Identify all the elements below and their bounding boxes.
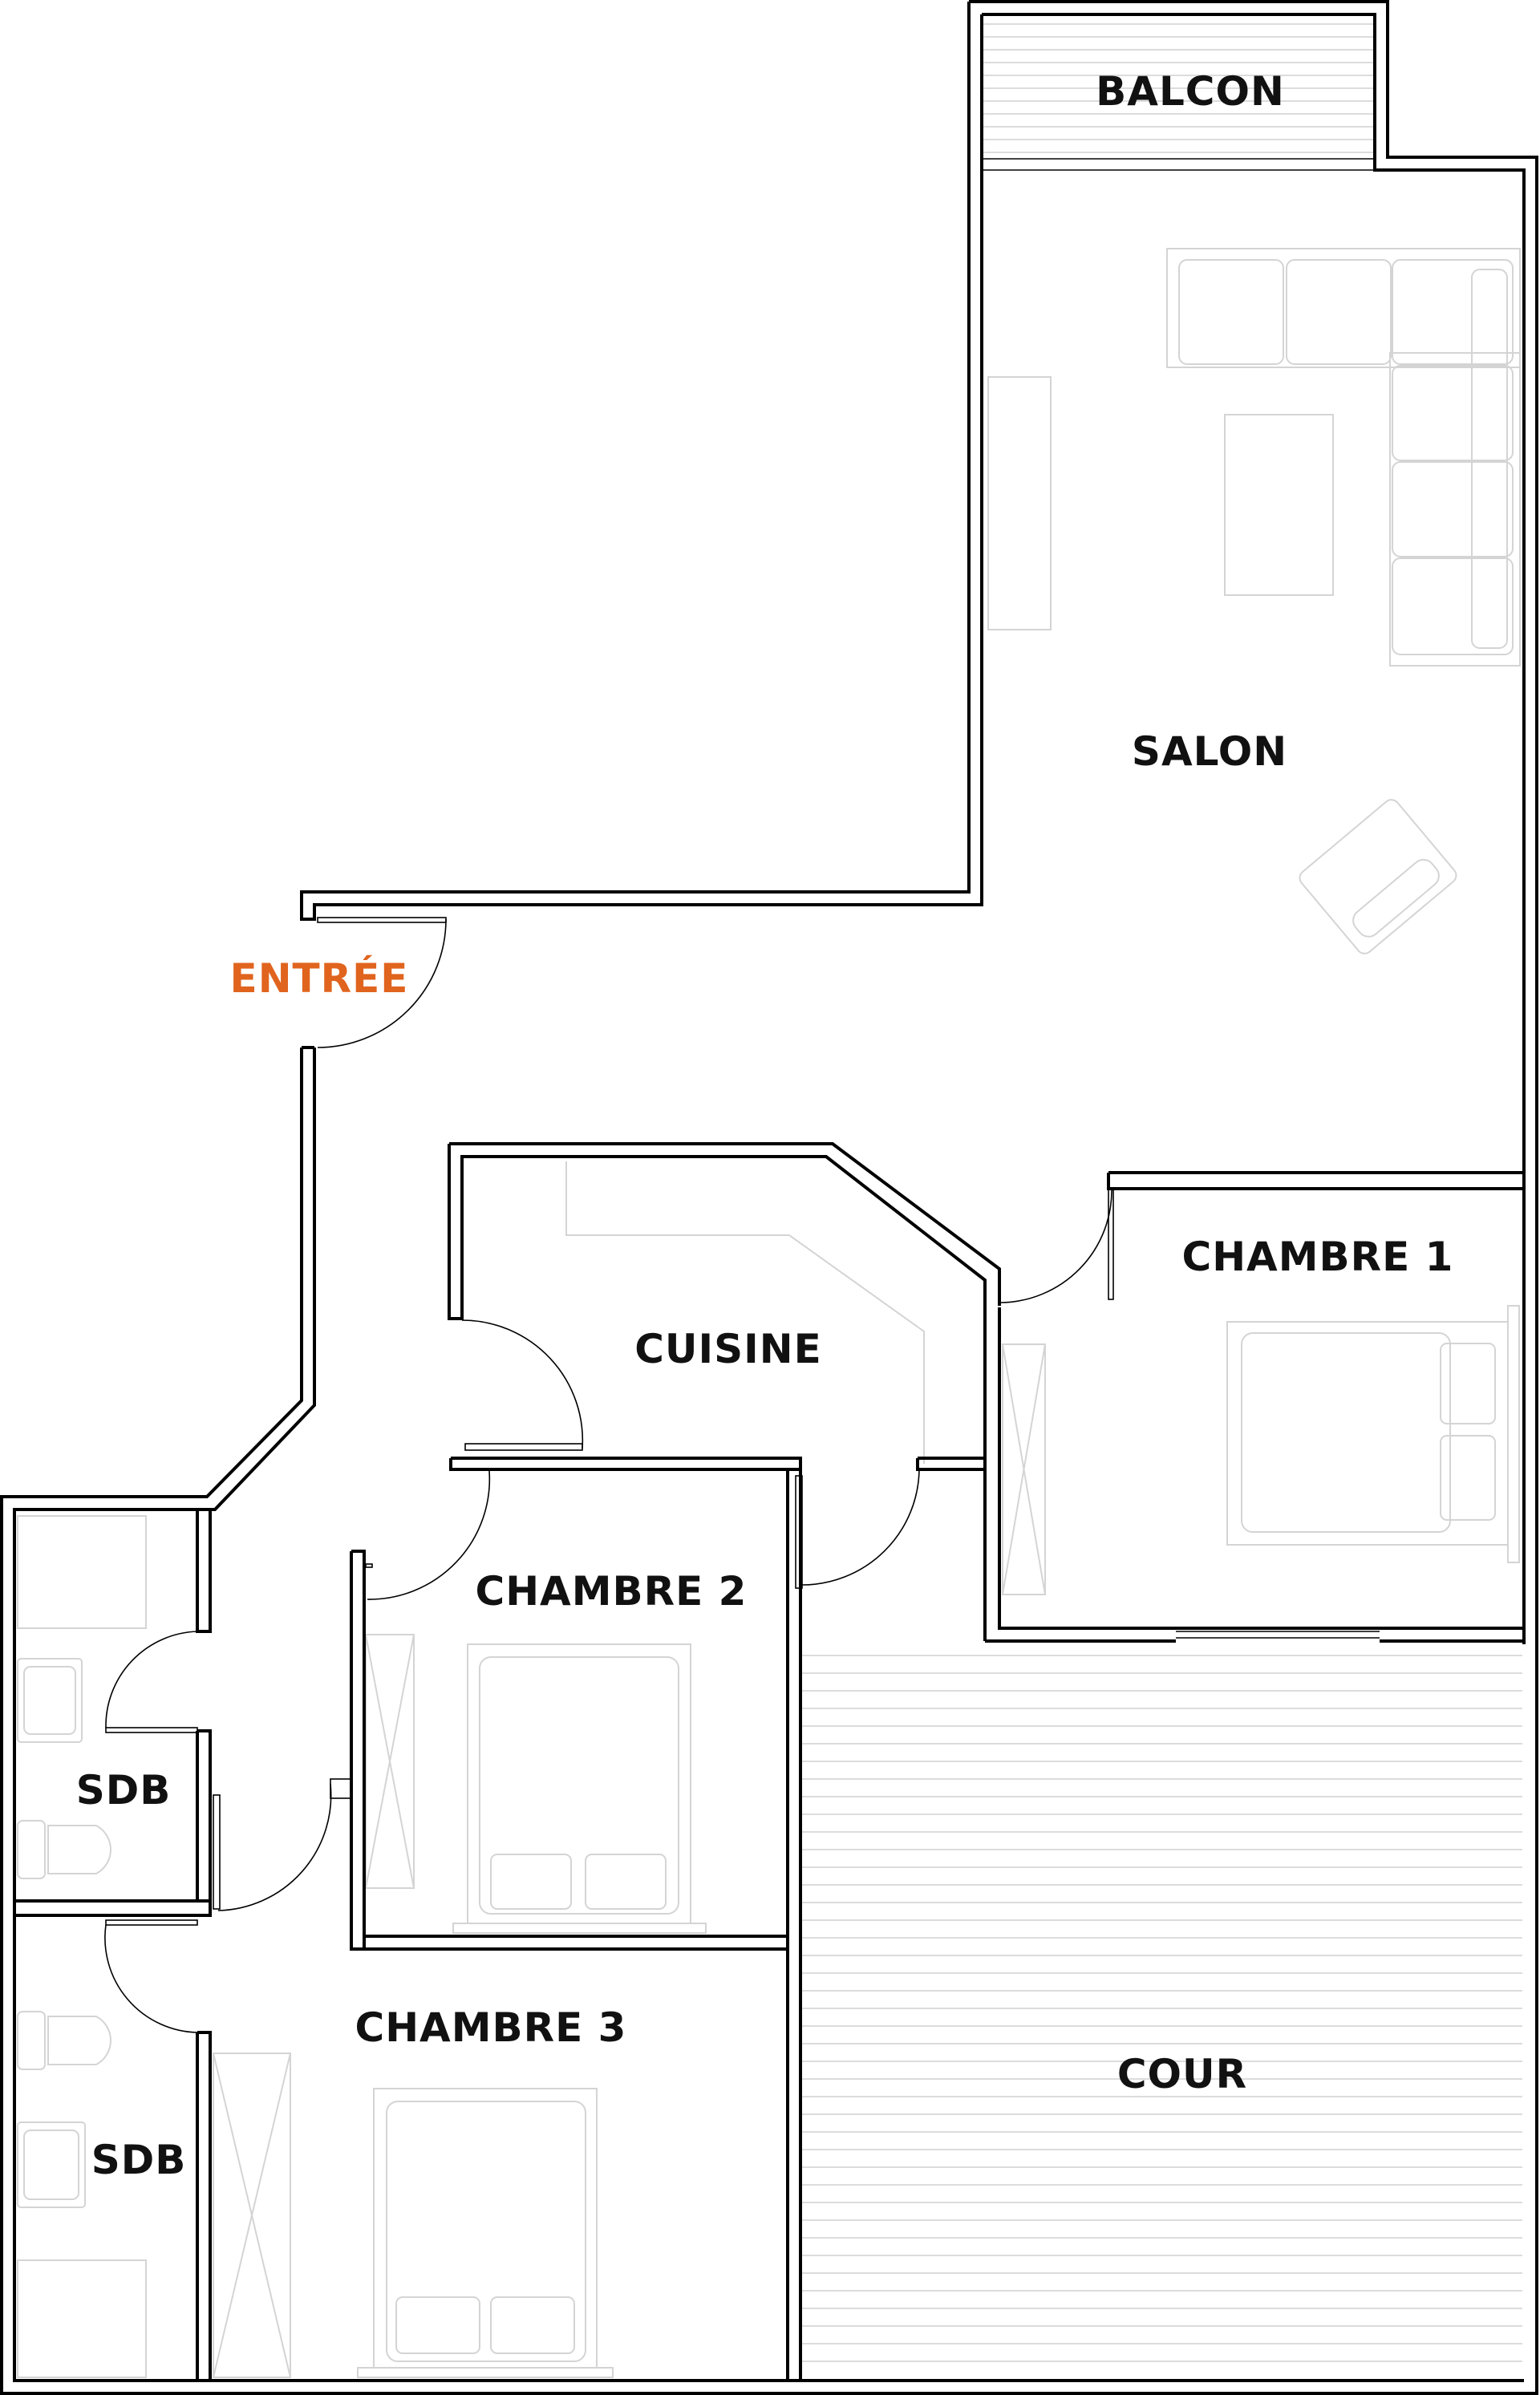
doors <box>104 917 1114 2033</box>
shelf-chambre-1 <box>1507 1305 1520 1563</box>
balcon-deck-hatch <box>983 23 1373 153</box>
room-label-cuisine: CUISINE <box>634 1326 822 1372</box>
kitchen-counter <box>565 1161 925 1464</box>
room-label-salon: SALON <box>1131 728 1288 775</box>
room-label-chambre-3: CHAMBRE 3 <box>355 2004 627 2051</box>
room-label-chambre-2: CHAMBRE 2 <box>475 1568 748 1615</box>
shower-sdb-2 <box>17 2259 147 2378</box>
room-label-sdb-2: SDB <box>91 2137 187 2183</box>
wardrobe-chambre-3 <box>213 2053 291 2378</box>
room-label-entree: ENTRÉE <box>229 955 409 1002</box>
room-label-chambre-1: CHAMBRE 1 <box>1181 1234 1454 1280</box>
bed-chambre-3 <box>357 2088 614 2378</box>
room-label-cour: COUR <box>1116 2051 1248 2097</box>
room-label-balcon: BALCON <box>1096 68 1285 115</box>
sofa <box>1166 248 1521 667</box>
wardrobe-chambre-1 <box>1002 1343 1046 1595</box>
bathtub-sdb-1 <box>17 1515 147 1629</box>
armchair <box>1299 799 1457 954</box>
bed-chambre-2 <box>452 1643 707 1934</box>
sink-sdb-2 <box>17 2121 86 2208</box>
tv-unit <box>987 376 1052 630</box>
toilet-sdb-1 <box>17 1820 111 1879</box>
bed-chambre-1 <box>1226 1321 1509 1546</box>
sink-sdb-1 <box>17 1658 83 1743</box>
coffee-table <box>1224 414 1334 596</box>
furniture <box>17 248 1521 2378</box>
toilet-sdb-2 <box>17 2011 111 2070</box>
cour-deck-hatch <box>802 1655 1522 2362</box>
room-label-sdb-1: SDB <box>75 1767 172 1813</box>
